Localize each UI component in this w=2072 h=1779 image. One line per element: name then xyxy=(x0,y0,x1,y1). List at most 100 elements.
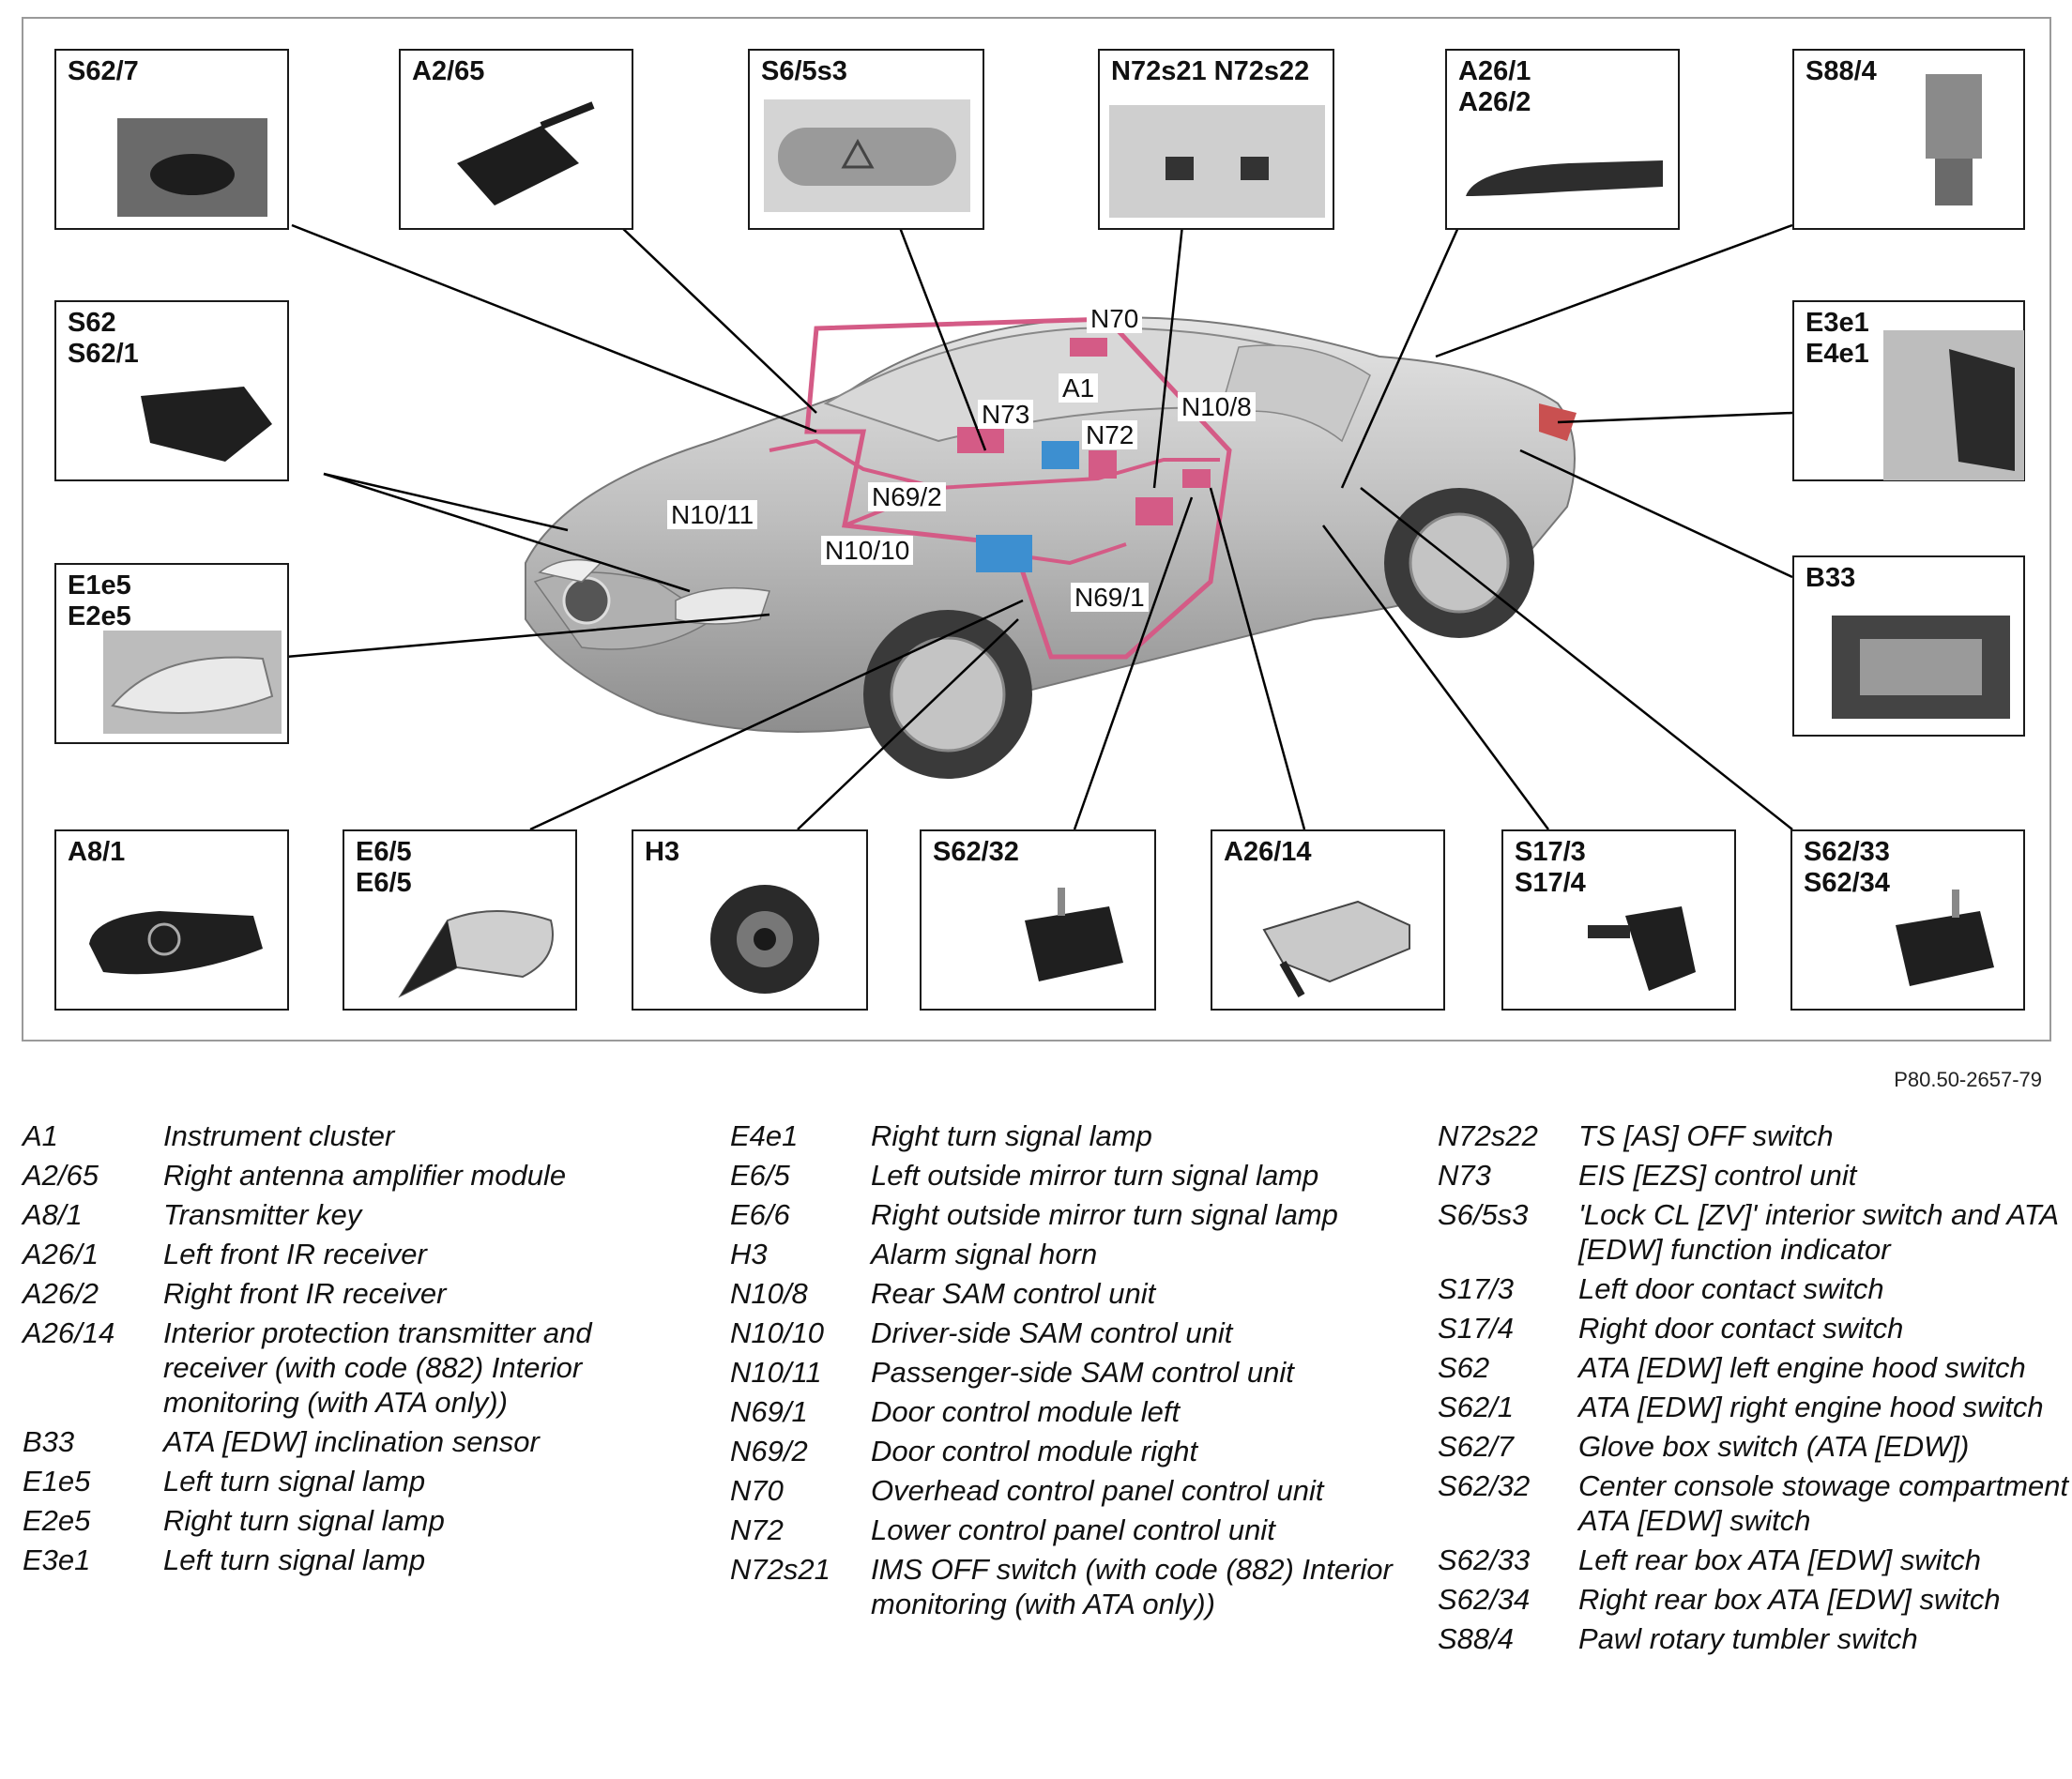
legend-code: N69/2 xyxy=(730,1435,808,1467)
door-contact-switch-image xyxy=(1588,906,1696,991)
ims-ts-switch-image xyxy=(1109,105,1325,218)
part-box-a26-14: A26/14 xyxy=(1211,829,1445,1011)
legend-column-1: A1 Instrument cluster A2/65 Right antenna … xyxy=(23,1117,698,1580)
legend-code: N72s22 xyxy=(1438,1119,1538,1152)
legend-desc: Left front IR receiver xyxy=(163,1238,427,1270)
part-label: S6/5s3 xyxy=(761,56,847,86)
legend-row: N72 Lower control panel control unit xyxy=(730,1511,1406,1550)
legend-code: N73 xyxy=(1438,1159,1491,1192)
part-label: A2/65 xyxy=(412,56,485,86)
diagram-overlay xyxy=(285,223,1793,831)
legend-code: N70 xyxy=(730,1474,784,1507)
legend-code: A26/14 xyxy=(23,1316,115,1349)
legend-code: N10/8 xyxy=(730,1277,808,1310)
callout-n70: N70 xyxy=(1087,304,1143,333)
legend-desc: Left turn signal lamp xyxy=(163,1465,426,1498)
legend-desc: Interior protection transmitter and rece… xyxy=(163,1316,592,1419)
part-label: E6/5 xyxy=(356,837,412,867)
part-label: A8/1 xyxy=(68,837,126,867)
legend-code: S6/5s3 xyxy=(1438,1198,1529,1231)
legend-code: A2/65 xyxy=(23,1159,99,1192)
legend-desc: Right turn signal lamp xyxy=(871,1119,1152,1152)
ir-receiver-image xyxy=(1466,160,1663,196)
legend-desc: Lower control panel control unit xyxy=(871,1513,1275,1546)
legend-code: N10/11 xyxy=(730,1356,822,1389)
part-box-b33: B33 xyxy=(1792,555,2025,737)
legend-code: E6/5 xyxy=(730,1159,790,1192)
legend-code: E2e5 xyxy=(23,1504,91,1537)
part-label: S17/4 xyxy=(1515,868,1586,898)
rotary-tumbler-switch-image xyxy=(1926,74,1982,205)
legend-code: N10/10 xyxy=(730,1316,824,1349)
legend-desc: Right turn signal lamp xyxy=(163,1504,445,1537)
legend-desc: Glove box switch (ATA [EDW]) xyxy=(1578,1430,1970,1463)
part-label: S62/7 xyxy=(68,56,139,86)
legend-desc: Left rear box ATA [EDW] switch xyxy=(1578,1543,1981,1576)
document-id: P80.50-2657-79 xyxy=(1894,1068,2042,1091)
legend-desc: ATA [EDW] right engine hood switch xyxy=(1578,1391,2044,1423)
legend-desc: ATA [EDW] left engine hood switch xyxy=(1578,1351,2026,1384)
legend-desc: Transmitter key xyxy=(163,1198,362,1231)
part-box-a2-65: A2/65 xyxy=(399,49,633,230)
legend-desc: Instrument cluster xyxy=(163,1119,395,1152)
part-box-s6-5s3: S6/5s3 xyxy=(748,49,984,230)
legend-code: A1 xyxy=(23,1119,58,1152)
part-label: E2e5 xyxy=(68,601,131,631)
legend-desc: Right antenna amplifier module xyxy=(163,1159,567,1192)
part-label: A26/14 xyxy=(1224,837,1312,867)
part-box-s88-4: S88/4 xyxy=(1792,49,2025,230)
part-label: A26/1 xyxy=(1458,56,1531,86)
legend-row: A1 Instrument cluster xyxy=(23,1117,698,1156)
legend-code: A26/2 xyxy=(23,1277,99,1310)
legend-code: S62/34 xyxy=(1438,1583,1531,1616)
part-box-s62-32: S62/32 xyxy=(920,829,1156,1011)
legend-row: A2/65 Right antenna amplifier module xyxy=(23,1156,698,1195)
legend-desc: Door control module right xyxy=(871,1435,1198,1467)
legend-code: S17/4 xyxy=(1438,1312,1515,1345)
legend-code: S62 xyxy=(1438,1351,1490,1384)
part-label: H3 xyxy=(645,837,680,867)
transmitter-key-image xyxy=(89,911,263,975)
legend-code: N72s21 xyxy=(730,1553,830,1586)
alarm-horn-image xyxy=(710,885,819,994)
legend-row: A26/2 Right front IR receiver xyxy=(23,1274,698,1314)
part-box-s62-7: S62/7 xyxy=(54,49,289,230)
part-label: S88/4 xyxy=(1805,56,1877,86)
part-box-n72s21-n72s22: N72s21 N72s22 xyxy=(1098,49,1334,230)
legend-desc: Left outside mirror turn signal lamp xyxy=(871,1159,1319,1192)
lock-switch-image xyxy=(764,99,970,212)
callout-n10-8: N10/8 xyxy=(1178,392,1256,421)
part-box-a8-1: A8/1 xyxy=(54,829,289,1011)
legend-desc: Right front IR receiver xyxy=(163,1277,447,1310)
legend-row: S6/5s3'Lock CL [ZV]' interior switch and… xyxy=(1438,1195,2072,1270)
callout-n72: N72 xyxy=(1082,420,1138,449)
legend-row: N70 Overhead control panel control unit xyxy=(730,1471,1406,1511)
legend-code: E6/6 xyxy=(730,1198,790,1231)
part-label: A26/2 xyxy=(1458,87,1531,117)
legend-row: E6/5 Left outside mirror turn signal lamp xyxy=(730,1156,1406,1195)
part-label: S62/33 xyxy=(1804,837,1890,867)
legend-code: N72 xyxy=(730,1513,784,1546)
legend-desc: Overhead control panel control unit xyxy=(871,1474,1324,1507)
